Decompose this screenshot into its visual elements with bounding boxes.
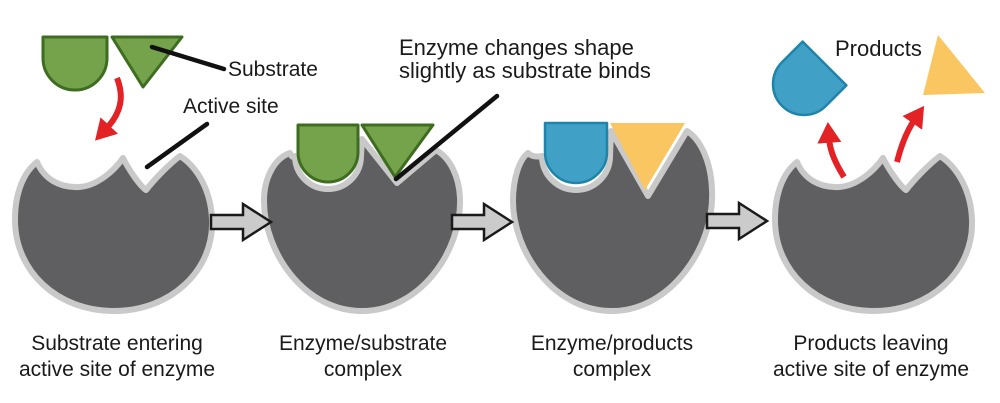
substrate-round-shape: [41, 35, 109, 92]
stage-3-caption-line1: Enzyme/products: [530, 332, 694, 355]
shape-change-note-line1: Enzyme changes shape: [399, 35, 634, 60]
active-site-pointer-line: [144, 121, 210, 170]
stage-4-caption: Products leaving active site of enzyme: [741, 331, 1000, 383]
stage-1-caption-line2: active site of enzyme: [18, 358, 216, 381]
bound-product-wedge-shape: [610, 123, 685, 190]
product-release-arrow-left-icon: [817, 122, 847, 179]
stage-2-caption: Enzyme/substrate complex: [233, 331, 493, 383]
released-product-round-shape: [771, 40, 848, 117]
active-site-label: Active site: [183, 95, 279, 118]
enzyme-body-stage-1: [12, 153, 216, 314]
stage-4-caption-line1: Products leaving: [793, 332, 949, 355]
shape-change-pointer-line: [393, 93, 500, 182]
transition-arrow-2-icon: [450, 201, 515, 243]
enzyme-body-stage-3: [510, 128, 716, 314]
substrate-wedge-shape: [110, 35, 184, 89]
substrate-entry-arrow-icon: [95, 76, 124, 141]
stage-1-caption: Substrate entering active site of enzyme: [0, 331, 247, 383]
transition-arrow-3-icon: [705, 200, 770, 242]
stage-2-caption-line1: Enzyme/substrate: [278, 332, 448, 355]
stage-4-caption-line2: active site of enzyme: [772, 358, 970, 381]
substrate-pointer-line: [149, 44, 227, 72]
products-label: Products: [835, 36, 922, 61]
enzyme-body-stage-2: [261, 136, 464, 314]
enzyme-body-stage-4: [775, 156, 972, 311]
bound-substrate-round-shape: [296, 123, 360, 184]
shape-change-note-line2: slightly as substrate binds: [399, 58, 651, 83]
stage-2-caption-line2: complex: [323, 358, 403, 381]
released-product-wedge-shape: [923, 35, 985, 95]
shape-change-note: Enzyme changes shape slightly as substra…: [399, 36, 651, 82]
stage-1-caption-line1: Substrate entering: [31, 332, 203, 355]
stage-3-caption: Enzyme/products complex: [482, 331, 742, 383]
substrate-label: Substrate: [228, 58, 318, 81]
bound-product-round-shape: [543, 121, 609, 185]
stage-3-caption-line2: complex: [572, 358, 652, 381]
bound-substrate-wedge-shape: [360, 123, 435, 179]
transition-arrow-1-icon: [209, 201, 274, 243]
product-release-arrow-right-icon: [894, 105, 925, 163]
